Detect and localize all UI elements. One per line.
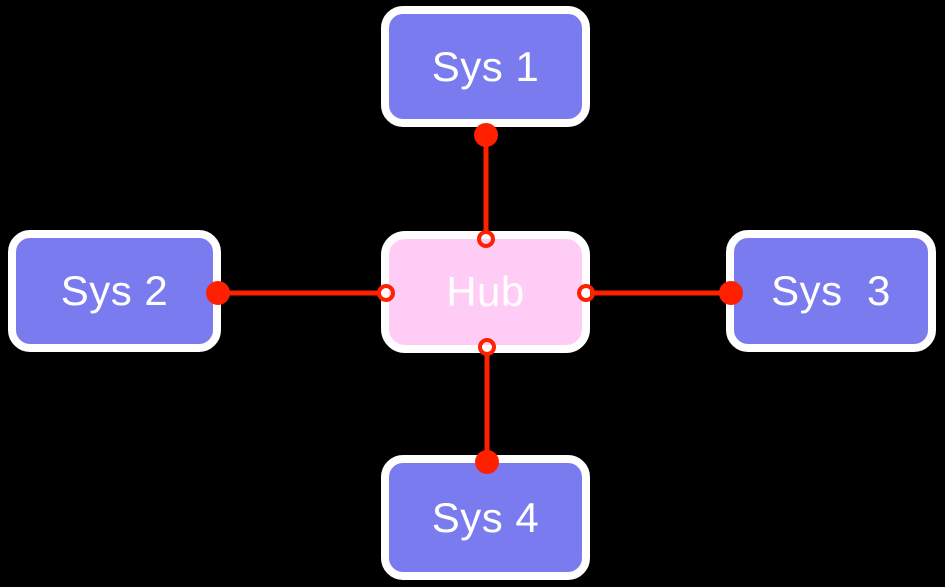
node-sys4[interactable]: Sys 4 [381,455,590,580]
node-sys1-label: Sys 1 [431,42,540,90]
node-sys2-label: Sys 2 [60,267,169,314]
conn-hub-left-hollow-connector-icon[interactable] [377,284,395,302]
conn-hub-right-hollow-connector-icon[interactable] [577,284,595,302]
conn-sys1-out-filled-connector-icon[interactable] [474,123,498,147]
node-sys1[interactable]: Sys 1 [381,6,590,127]
node-sys2[interactable]: Sys 2 [8,230,221,352]
conn-hub-top-hollow-connector-icon[interactable] [477,230,495,248]
node-sys3-label: Sys 3 [771,267,891,314]
node-sys3[interactable]: Sys 3 [726,230,936,352]
node-hub-label: Hub [446,268,525,315]
conn-hub-bottom-hollow-connector-icon[interactable] [478,338,496,356]
conn-sys3-out-filled-connector-icon[interactable] [719,281,743,305]
conn-sys4-in-filled-connector-icon[interactable] [475,450,499,474]
node-sys4-label: Sys 4 [431,493,540,541]
conn-sys2-out-filled-connector-icon[interactable] [206,281,230,305]
node-hub[interactable]: Hub [381,231,590,353]
